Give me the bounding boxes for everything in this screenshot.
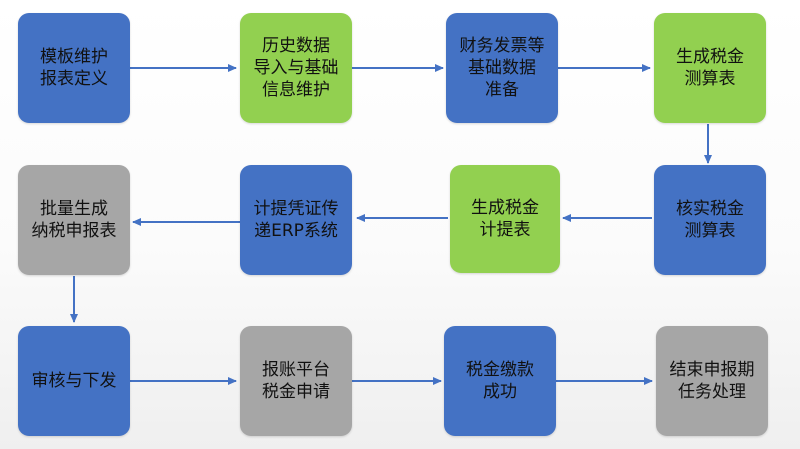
node-voucher-to-erp: 计提凭证传 递ERP系统	[240, 165, 352, 275]
node-invoice-data-prep: 财务发票等 基础数据 准备	[446, 13, 558, 123]
node-verify-tax-estimate: 核实税金 测算表	[654, 165, 766, 275]
node-generate-tax-estimate: 生成税金 测算表	[654, 13, 766, 123]
node-reimbursement-tax-request: 报账平台 税金申请	[240, 326, 352, 436]
node-close-filing-period: 结束申报期 任务处理	[656, 326, 768, 436]
node-history-data-import: 历史数据 导入与基础 信息维护	[240, 13, 352, 123]
node-review-and-issue: 审核与下发	[18, 326, 130, 436]
node-tax-payment-success: 税金缴款 成功	[444, 326, 556, 436]
node-template-maintenance: 模板维护 报表定义	[18, 13, 130, 123]
node-batch-tax-return: 批量生成 纳税申报表	[18, 165, 130, 275]
node-generate-tax-accrual: 生成税金 计提表	[450, 165, 560, 273]
